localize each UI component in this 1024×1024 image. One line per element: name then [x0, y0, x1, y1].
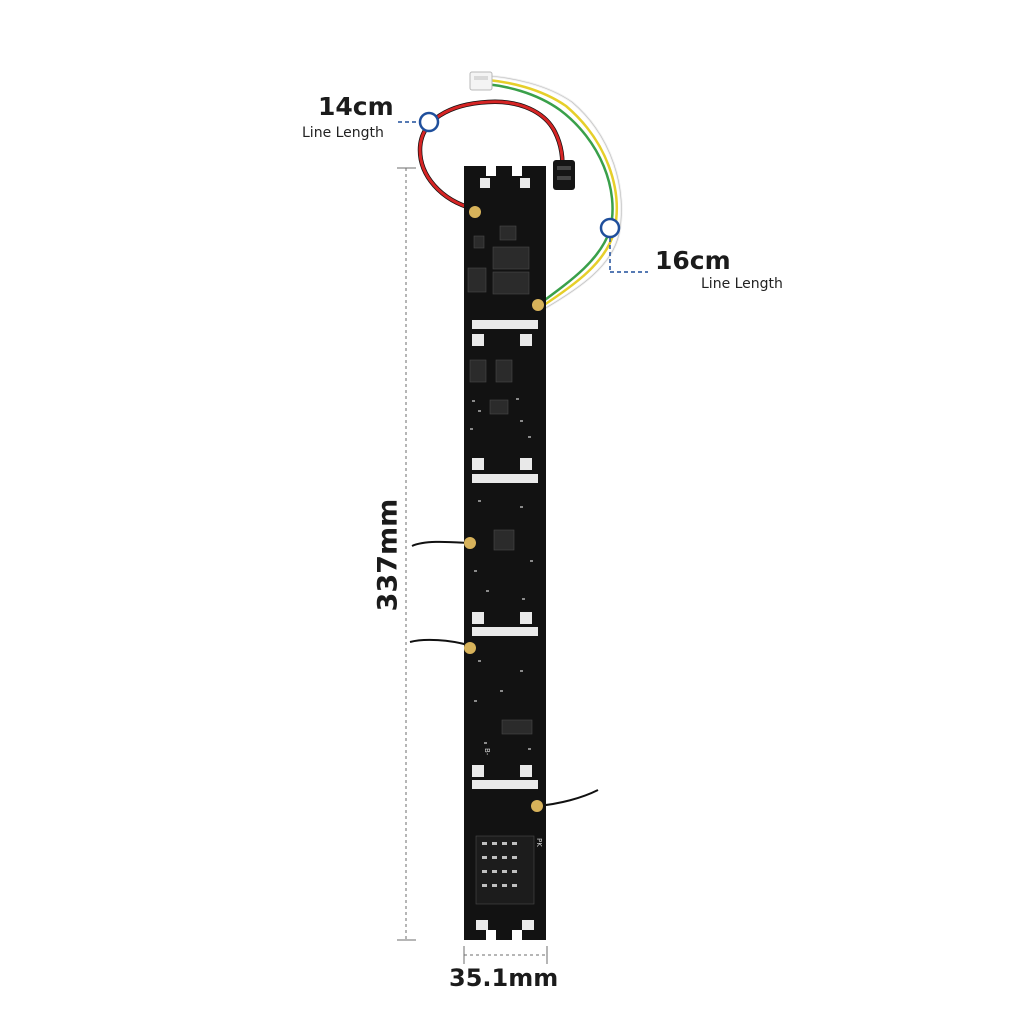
cable-14cm: [417, 99, 565, 212]
board-length-value: 337mm: [372, 498, 404, 612]
cable-14cm-length-value: 14cm: [318, 92, 394, 121]
pk-silkscreen: PK: [535, 838, 543, 847]
cable-16cm-marker: [599, 217, 648, 273]
pcb-board: PK B-: [464, 166, 546, 940]
solder-joints: [464, 206, 544, 812]
cable-16cm-caption: Line Length: [701, 276, 783, 292]
cable-14cm-caption: Line Length: [302, 125, 384, 141]
cable-16cm-length-value: 16cm: [655, 246, 731, 275]
width-dimension-line: [463, 946, 548, 964]
cable-16cm: [484, 74, 623, 311]
board-width-value: 35.1mm: [449, 964, 559, 992]
jst-connector: [469, 71, 493, 91]
cable-14cm-marker: [398, 111, 440, 133]
b-minus-silkscreen: B-: [483, 748, 491, 756]
pad-group: [472, 178, 538, 930]
smd-parts: [470, 398, 533, 750]
length-dimension-line: [397, 167, 416, 941]
power-connector: [553, 160, 575, 190]
balance-pins: [482, 842, 517, 887]
